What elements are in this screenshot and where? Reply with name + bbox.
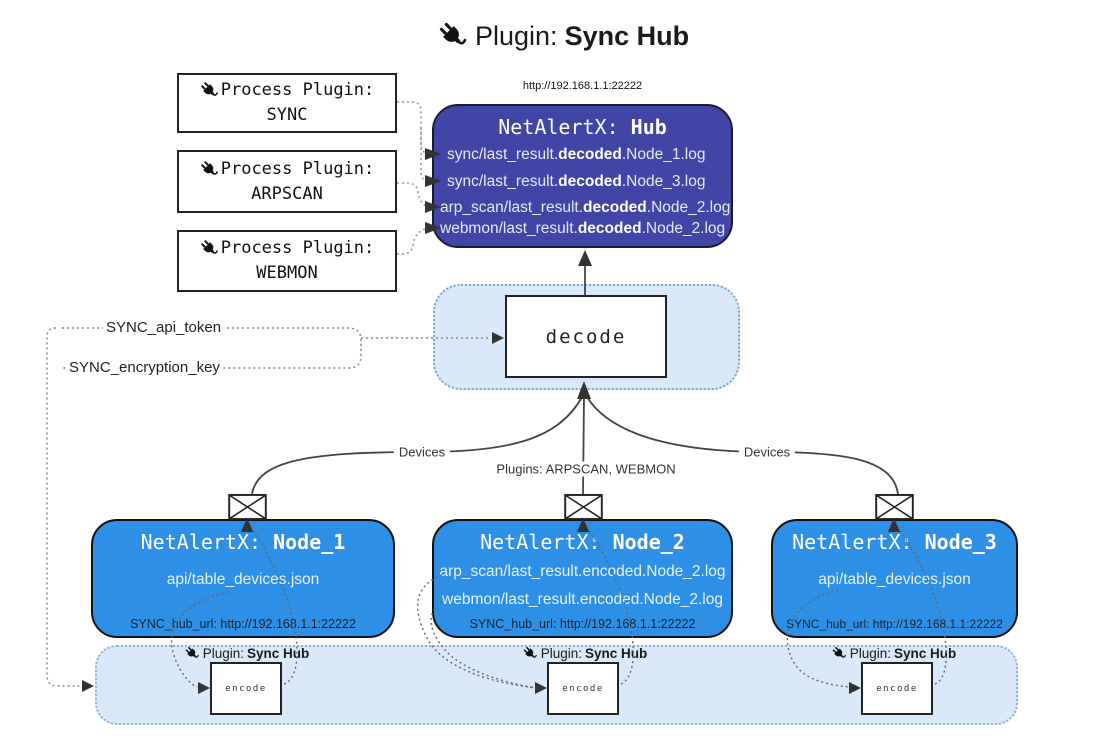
node-hub-url: SYNC_hub_url: http://192.168.1.1:22222 — [469, 617, 696, 631]
page-title-prefix: Plugin: — [475, 20, 558, 51]
log-post: .Node_1.log — [621, 146, 706, 163]
connector-sync-2 — [420, 128, 432, 182]
node-title-prefix: NetAlertX: — [140, 530, 274, 554]
band-label-prefix: Plugin: — [540, 646, 583, 661]
plugin-hub-connectors — [397, 101, 432, 255]
band-plugin-label-3: Plugin: Sync Hub — [832, 646, 957, 661]
page-title-name: Sync Hub — [564, 20, 690, 51]
band-label-name: Sync Hub — [247, 646, 310, 661]
node-title-name: Node_3 — [924, 530, 997, 554]
log-post: .Node_3.log — [621, 173, 706, 190]
log-bold: decoded — [583, 199, 647, 216]
band-plugin-label-2: Plugin: Sync Hub — [523, 646, 648, 661]
node-title-prefix: NetAlertX: — [480, 530, 613, 554]
encode-box-2: encode — [547, 662, 619, 715]
node-title: NetAlertX: Node_3 — [773, 530, 1016, 554]
process-plugin-name: WEBMON — [256, 263, 318, 283]
hub-title-prefix: NetAlertX: — [498, 115, 631, 139]
process-plugin-label: Process Plugin: — [220, 80, 375, 100]
node-title-name: Node_2 — [612, 530, 685, 554]
node-title-name: Node_1 — [273, 530, 346, 554]
process-plugin-label: Process Plugin: — [220, 238, 375, 258]
band-label-name: Sync Hub — [585, 646, 648, 661]
process-plugin-sync-box: Process Plugin: SYNC — [177, 73, 397, 133]
plug-icon — [185, 646, 200, 661]
page-title: Plugin: Sync Hub — [438, 14, 689, 58]
hub-title: NetAlertX: Hub — [434, 115, 731, 139]
log-bold: decoded — [577, 220, 642, 237]
process-plugin-arpscan-box: Process Plugin: ARPSCAN — [177, 150, 397, 213]
envelope-icon — [228, 494, 267, 520]
hub-log-line: sync/last_result.decoded.Node_3.log — [447, 173, 705, 193]
band-label-prefix: Plugin: — [202, 646, 245, 661]
node-1-box: NetAlertX: Node_1 api/table_devices.json… — [91, 519, 395, 638]
arrow-into-band — [82, 680, 94, 692]
secret-to-band-path — [46, 327, 80, 687]
log-pre: sync/last_result. — [447, 173, 559, 190]
log-post: .Node_2.log — [646, 199, 731, 216]
sync-api-token-label: SYNC_api_token — [103, 319, 225, 336]
node-title-prefix: NetAlertX: — [792, 530, 925, 554]
node-file-line: webmon/last_result.encoded.Node_2.log — [442, 591, 723, 608]
node-2-box: NetAlertX: Node_2 arp_scan/last_result.e… — [432, 519, 733, 638]
plug-icon — [200, 160, 219, 179]
process-plugin-name: SYNC — [266, 105, 308, 125]
node-file-line: arp_scan/last_result.encoded.Node_2.log — [439, 563, 726, 580]
hub-log-line: webmon/last_result.decoded.Node_2.log — [440, 220, 725, 240]
log-post: .Node_2.log — [641, 220, 726, 237]
node-file-line: api/table_devices.json — [818, 571, 971, 588]
log-pre: arp_scan/last_result. — [440, 199, 584, 216]
connector-arpscan — [397, 182, 432, 208]
node-hub-url: SYNC_hub_url: http://192.168.1.1:22222 — [130, 617, 356, 631]
node-title: NetAlertX: Node_2 — [434, 530, 731, 554]
envelope-icon — [875, 494, 914, 520]
node-title: NetAlertX: Node_1 — [93, 530, 393, 554]
hub-log-line: sync/last_result.decoded.Node_1.log — [447, 146, 705, 166]
connector-sync-1 — [397, 101, 432, 155]
encode-box-3: encode — [861, 662, 933, 715]
hub-url-label: http://192.168.1.1:22222 — [522, 80, 643, 92]
band-label-prefix: Plugin: — [849, 646, 892, 661]
edge-node2-decode — [582, 396, 585, 495]
process-plugin-label: Process Plugin: — [220, 158, 375, 179]
node-hub-url: SYNC_hub_url: http://192.168.1.1:22222 — [786, 617, 1003, 631]
plug-icon — [523, 646, 538, 661]
hub-title-name: Hub — [630, 115, 667, 139]
decode-box: decode — [505, 295, 667, 378]
log-bold: decoded — [558, 173, 622, 190]
plugins-center-label: Plugins: ARPSCAN, WEBMON — [491, 461, 681, 477]
log-bold: decoded — [558, 146, 622, 163]
plug-icon — [832, 646, 847, 661]
hub-log-line: arp_scan/last_result.decoded.Node_2.log — [440, 199, 730, 219]
envelope-icon — [564, 494, 603, 520]
encode-box-1: encode — [210, 662, 282, 715]
plug-icon — [200, 239, 219, 258]
sync-encryption-key-label: SYNC_encryption_key — [66, 359, 223, 376]
connector-webmon — [397, 227, 432, 255]
band-label-name: Sync Hub — [894, 646, 957, 661]
devices-right-label: Devices — [738, 444, 796, 460]
node-file-line: api/table_devices.json — [166, 571, 320, 588]
band-plugin-label-1: Plugin: Sync Hub — [185, 646, 310, 661]
arrow-into-hub-bottom — [578, 250, 592, 266]
log-pre: webmon/last_result. — [440, 220, 578, 237]
hub-box: NetAlertX: Hub sync/last_result.decoded.… — [432, 104, 733, 248]
process-plugin-name: ARPSCAN — [251, 183, 323, 204]
log-pre: sync/last_result. — [447, 146, 559, 163]
plug-icon — [200, 81, 219, 100]
node-3-box: NetAlertX: Node_3 api/table_devices.json… — [771, 519, 1018, 638]
plug-icon — [438, 21, 468, 51]
devices-left-label: Devices — [393, 444, 451, 460]
process-plugin-webmon-box: Process Plugin: WEBMON — [177, 230, 397, 292]
